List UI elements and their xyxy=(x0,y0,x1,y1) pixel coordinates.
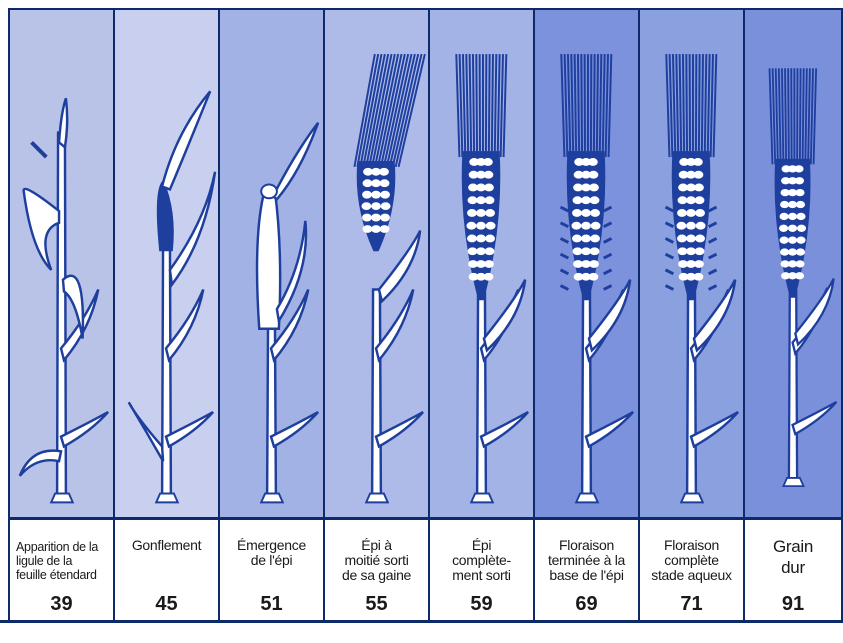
stage-column: Floraison complète stade aqueux 71 xyxy=(640,0,745,643)
stage-label: Émergence de l'épi xyxy=(222,538,321,568)
stage-label-cell: Grain dur 91 xyxy=(745,520,843,620)
stage-illustration-panel xyxy=(745,8,843,520)
stage-illustration-panel xyxy=(535,8,640,520)
stage-code: 59 xyxy=(430,593,533,616)
wheat-plant-illustration xyxy=(640,10,743,517)
stage-illustration-panel xyxy=(640,8,745,520)
stage-code: 69 xyxy=(535,593,638,616)
stage-code: 91 xyxy=(745,593,841,616)
stage-label: Épi à moitié sorti de sa gaine xyxy=(327,538,426,583)
wheat-plant-illustration xyxy=(745,10,841,517)
stage-illustration-panel xyxy=(115,8,220,520)
stage-label-cell: Gonflement 45 xyxy=(115,520,220,620)
stage-label: Gonflement xyxy=(117,538,216,553)
stage-label: Apparition de la ligule de la feuille ét… xyxy=(16,540,111,582)
stage-illustration-panel xyxy=(220,8,325,520)
stage-label-cell: Émergence de l'épi 51 xyxy=(220,520,325,620)
stage-code: 71 xyxy=(640,593,743,616)
wheat-plant-illustration xyxy=(325,10,428,517)
wheat-plant-illustration xyxy=(10,10,113,517)
wheat-plant-illustration xyxy=(430,10,533,517)
stage-label: Épi complète- ment sorti xyxy=(432,538,531,583)
stage-column: Grain dur 91 xyxy=(745,0,843,643)
stage-code: 55 xyxy=(325,593,428,616)
stage-column: Apparition de la ligule de la feuille ét… xyxy=(10,0,115,643)
bottom-border xyxy=(0,620,843,623)
stage-illustration-panel xyxy=(325,8,430,520)
stage-label-cell: Floraison terminée à la base de l'épi 69 xyxy=(535,520,640,620)
stage-code: 39 xyxy=(10,593,113,616)
stage-column: Épi à moitié sorti de sa gaine 55 xyxy=(325,0,430,643)
stage-illustration-panel xyxy=(10,8,115,520)
stage-column: Épi complète- ment sorti 59 xyxy=(430,0,535,643)
wheat-plant-illustration xyxy=(115,10,218,517)
stage-label-cell: Apparition de la ligule de la feuille ét… xyxy=(10,520,115,620)
stage-label-cell: Floraison complète stade aqueux 71 xyxy=(640,520,745,620)
stage-label: Floraison terminée à la base de l'épi xyxy=(537,538,636,583)
wheat-plant-illustration xyxy=(535,10,638,517)
stage-code: 45 xyxy=(115,593,218,616)
stage-column: Gonflement 45 xyxy=(115,0,220,643)
stage-column: Floraison terminée à la base de l'épi 69 xyxy=(535,0,640,643)
stage-label: Floraison complète stade aqueux xyxy=(642,538,741,583)
stage-code: 51 xyxy=(220,593,323,616)
stage-label-cell: Épi à moitié sorti de sa gaine 55 xyxy=(325,520,430,620)
stage-label-cell: Épi complète- ment sorti 59 xyxy=(430,520,535,620)
wheat-plant-illustration xyxy=(220,10,323,517)
stage-label: Grain dur xyxy=(747,536,839,578)
stage-column: Émergence de l'épi 51 xyxy=(220,0,325,643)
stage-illustration-panel xyxy=(430,8,535,520)
